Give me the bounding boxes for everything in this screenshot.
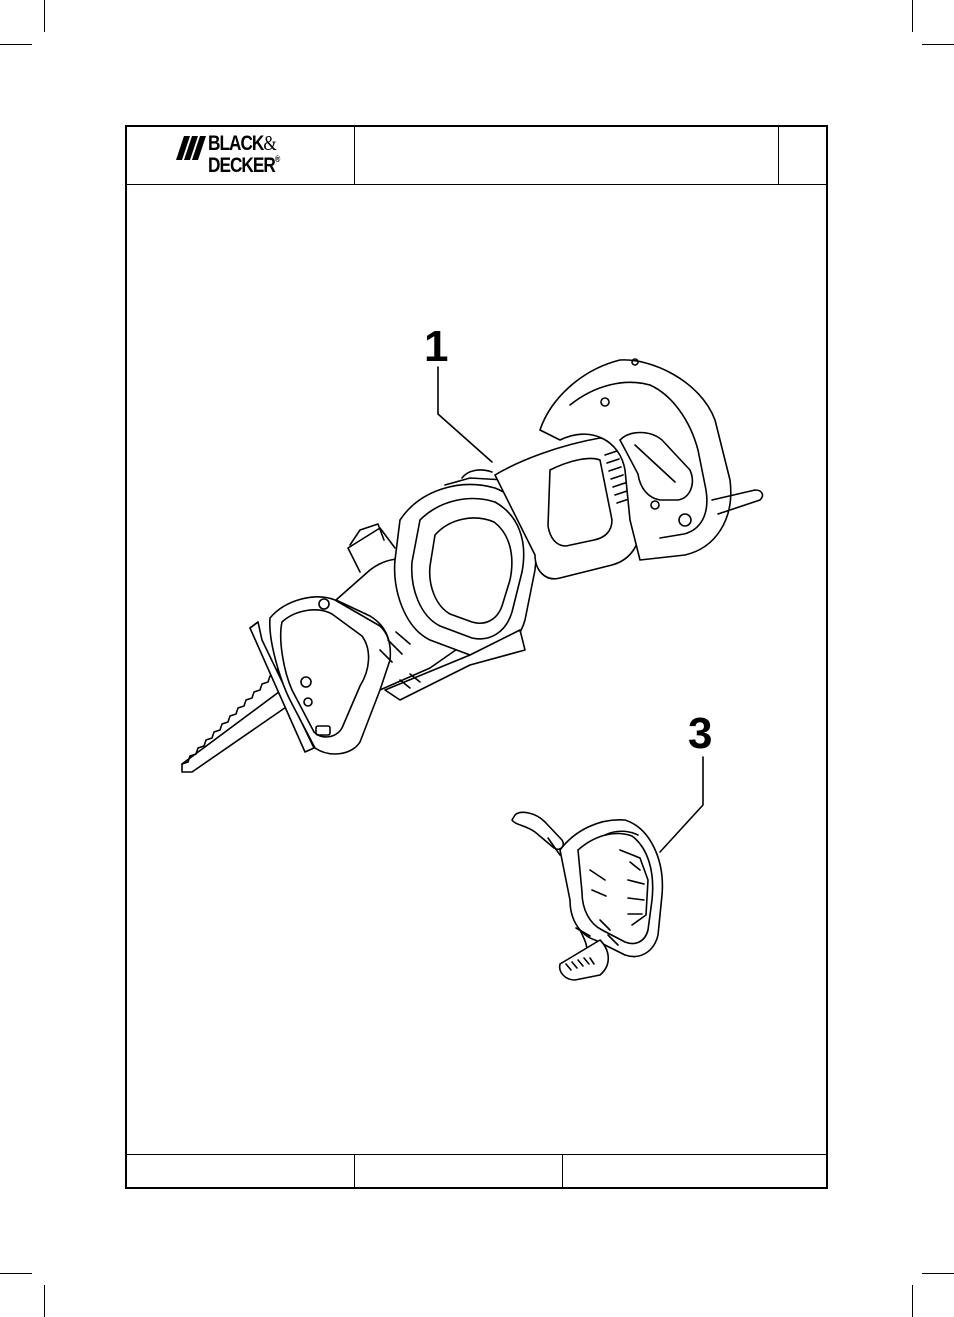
leader-line-1 [438,367,492,462]
accessory-guard [512,812,662,980]
saw-nose [270,597,391,754]
leader-line-3 [660,757,703,852]
